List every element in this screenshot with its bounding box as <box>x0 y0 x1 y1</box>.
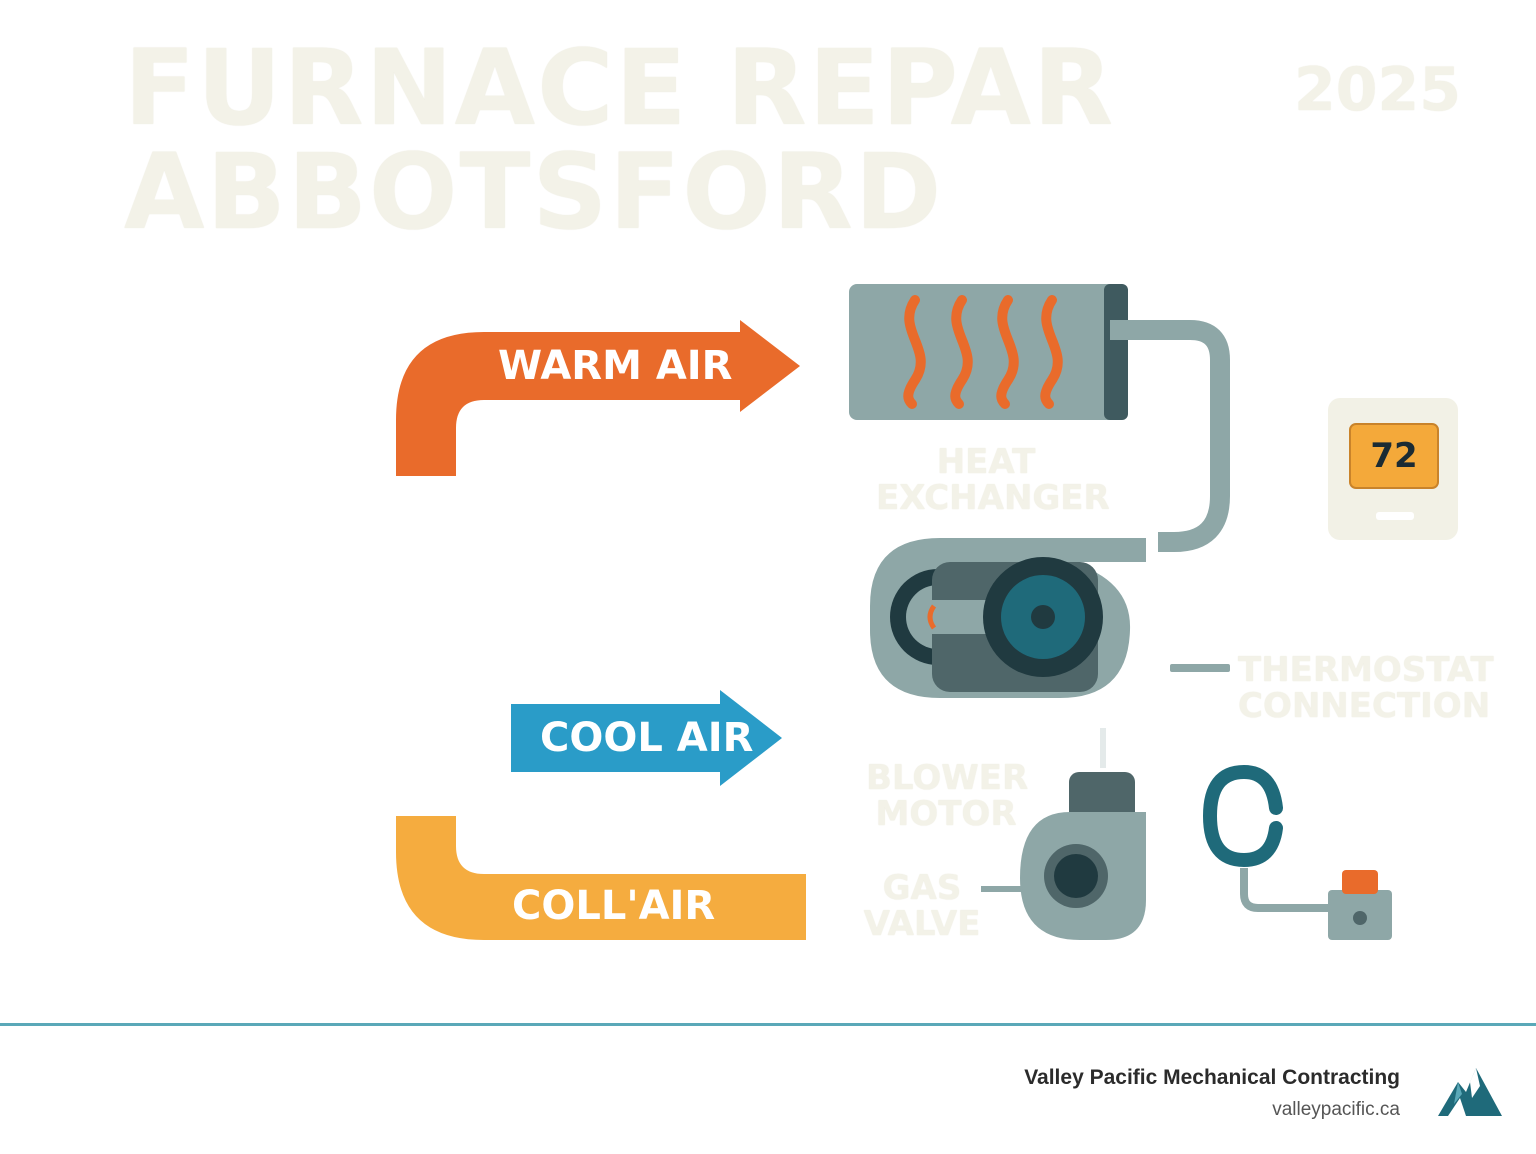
mountain-logo-icon <box>1438 1068 1502 1116</box>
warm-air-label: WARM AIR <box>498 343 733 389</box>
exchanger-pipe <box>1110 320 1230 552</box>
website-link[interactable]: valleypacific.ca <box>1272 1099 1400 1120</box>
blower-icon <box>870 538 1146 698</box>
blower-motor-label: BLOWER MOTOR <box>866 758 1029 834</box>
warm-air-arrow <box>396 320 800 476</box>
blower-motor-label-line-1: BLOWER <box>866 758 1029 798</box>
footer-divider <box>0 1023 1536 1026</box>
return-air-label: COLL'AIR <box>512 883 716 929</box>
gas-valve-label: GAS VALVE <box>862 870 982 942</box>
cool-air-arrow <box>511 690 782 786</box>
return-air-band <box>396 816 806 940</box>
heat-exchanger-label-line-1: HEAT <box>936 442 1036 482</box>
thermostat-connection-label: THERMOSTAT CONNECTION <box>1238 650 1494 726</box>
heat-exchanger-label-line-2: EXCHANGER <box>876 478 1110 518</box>
thermostat-connection-label-line-1: THERMOSTAT <box>1238 650 1494 690</box>
furnace-diagram <box>396 284 1458 940</box>
title-line-2: ABBOTSFORD <box>124 131 944 253</box>
blower-motor-label-line-2: MOTOR <box>875 794 1017 834</box>
thermostat-icon <box>1328 398 1458 540</box>
heat-exchanger-icon <box>849 284 1128 420</box>
gas-valve-label-line-1: GAS <box>882 868 962 908</box>
gas-valve-icon <box>981 728 1146 940</box>
thermostat-connection-line <box>1170 664 1230 672</box>
gas-valve-label-line-2: VALVE <box>863 904 981 944</box>
thermostat-connection-label-line-2: CONNECTION <box>1238 686 1491 726</box>
title-year: 2025 <box>1294 55 1461 125</box>
thermostat-reading: 72 <box>1370 436 1418 476</box>
cool-air-label: COOL AIR <box>540 715 754 761</box>
company-name: Valley Pacific Mechanical Contracting <box>1024 1066 1400 1089</box>
heat-exchanger-label: HEAT EXCHANGER <box>876 442 1110 518</box>
title-line-1: FURNACE REPAR <box>124 27 1116 149</box>
thermostat-wire-icon <box>1202 764 1392 940</box>
